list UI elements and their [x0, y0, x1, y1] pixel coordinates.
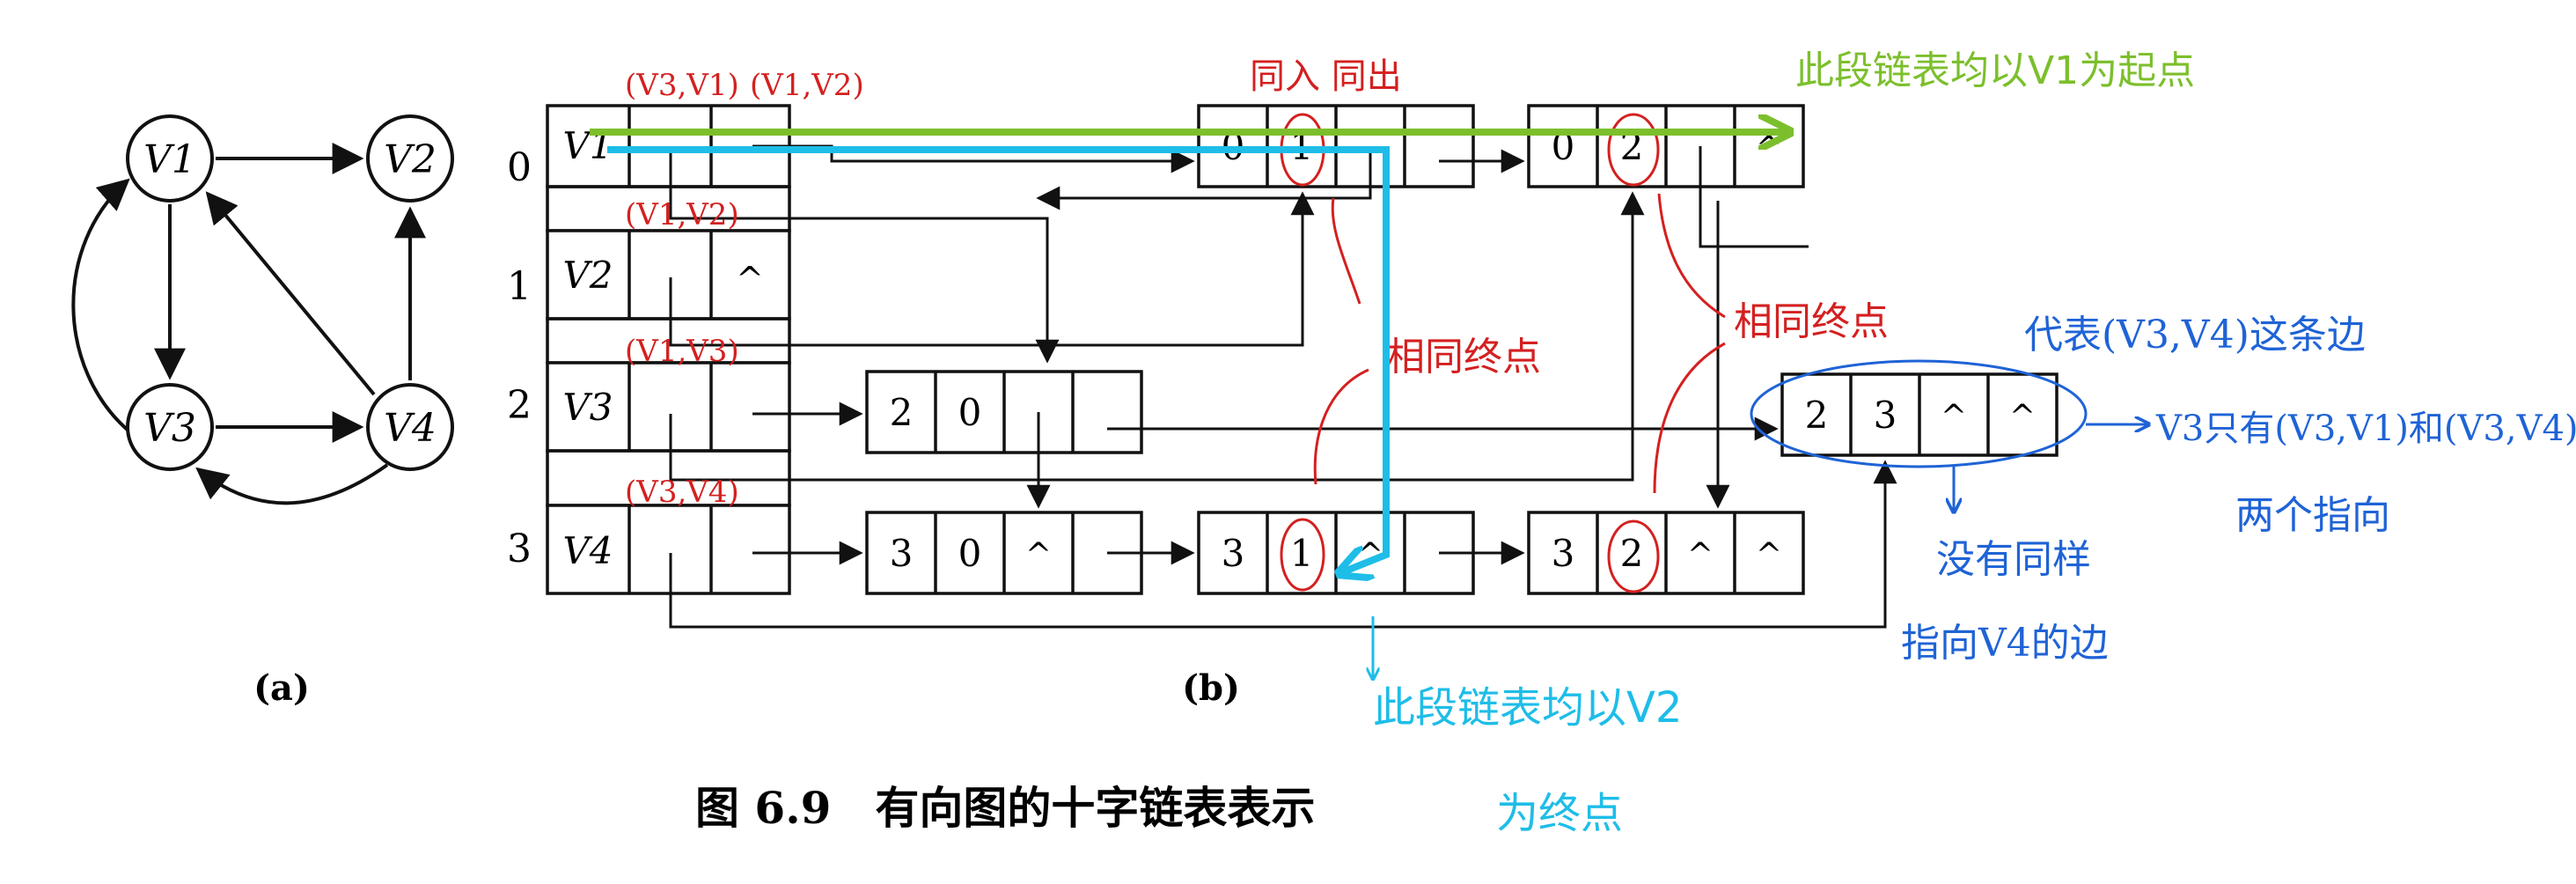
ptr-a01-hlink [1036, 146, 1372, 210]
circle-a32-headvex [1607, 519, 1660, 593]
arc-2-3-tailvex: 2 [1805, 394, 1829, 437]
vertex-v2-label: V2 [384, 137, 437, 182]
arc-2-0-headvex: 0 [958, 391, 982, 434]
subfigure-b-label: (b) [1182, 667, 1240, 709]
note-v1v2: (V1,V2) [750, 68, 864, 103]
note-represents: 代表(V3,V4)这条边 [2024, 313, 2366, 357]
annotation-green: 此段链表均以V1为起点 [590, 48, 2195, 132]
vertex-name-v3: V3 [562, 386, 613, 429]
arc-2-0-tailvex: 2 [890, 391, 914, 434]
edge-v4-v1 [205, 191, 376, 396]
note-green: 此段链表均以V1为起点 [1795, 48, 2195, 93]
blue-circle-arc-2-3 [1750, 359, 2088, 468]
null-pointer-v2-firstout: ^ [736, 260, 764, 298]
vertex-v3-label: V3 [143, 406, 196, 451]
arc-2-3-hlink-null: ^ [1941, 399, 1967, 435]
ptr-v3-firstin [669, 191, 1645, 482]
note-v3v1: (V3,V1) [625, 68, 739, 103]
vertex-v4 [366, 383, 454, 471]
vertex-name-v2: V2 [562, 254, 613, 297]
arc-0-2-tlink-null: ^ [1756, 130, 1782, 166]
edge-v4-v3 [195, 463, 389, 505]
arc-3-2-tlink-null: ^ [1756, 537, 1782, 573]
ptr-v1-firstin [669, 146, 1060, 364]
row-index-1: 1 [507, 264, 532, 309]
arc-node-0-2 [1527, 104, 1805, 188]
note-cyan-1: 此段链表均以V2 [1373, 683, 1682, 733]
arc-3-0-headvex: 0 [958, 532, 982, 575]
row-index-2: 2 [507, 383, 532, 428]
arc-3-2-tailvex: 3 [1552, 532, 1575, 575]
arc-node-3-0 [865, 511, 1143, 595]
pointer-arrows [669, 144, 1897, 629]
vertex-v1-label: V1 [143, 137, 196, 182]
note-same-head-2: 相同终点 [1734, 299, 1889, 344]
circle-a02-headvex [1607, 113, 1660, 187]
note-no-same-1: 没有同样 [1936, 537, 2091, 582]
vertex-v4-label: V4 [384, 406, 437, 451]
directed-graph [71, 143, 426, 505]
arc-3-2-headvex: 2 [1620, 532, 1644, 575]
ptr-a02-hlink [1699, 146, 1809, 248]
arc-3-1-tailvex: 3 [1222, 532, 1245, 575]
cyan-arrow [607, 146, 1390, 572]
arc-node-3-2 [1527, 511, 1805, 595]
vertex-v3 [126, 383, 214, 471]
arc-nodes [865, 104, 2059, 595]
subfigure-a-label: (a) [253, 667, 310, 709]
edge-v3-v1 [71, 178, 131, 433]
ptr-v4-firstin [669, 460, 1897, 629]
vertex-v2 [366, 114, 454, 203]
note-v3-only-2: 两个指向 [2235, 493, 2390, 538]
note-v1v3: (V1,V3) [625, 334, 739, 369]
arc-3-1-headvex: 1 [1290, 532, 1314, 575]
note-v3v4: (V3,V4) [625, 475, 739, 510]
vertex-v1 [126, 114, 214, 203]
note-v1v2b: (V1,V2) [625, 197, 739, 232]
arc-3-2-hlink-null: ^ [1687, 537, 1714, 573]
note-no-same-2: 指向V4的边 [1901, 621, 2109, 666]
arc-3-0-tailvex: 3 [890, 532, 914, 575]
vertex-name-v4: V4 [562, 529, 613, 572]
figure-caption: 图 6.9 有向图的十字链表表示 [695, 782, 1315, 834]
mark-line-3 [1657, 193, 1726, 319]
vertex-node-v3 [546, 361, 791, 453]
graph-vertices: V1 V2 V3 V4 [126, 114, 454, 471]
note-same-in-out: 同入 同出 [1250, 56, 1402, 97]
annotation-cyan: 此段链表均以V2 为终点 [607, 146, 1682, 838]
mark-line-4 [1653, 342, 1726, 494]
arc-node-2-3 [1780, 372, 2059, 457]
arc-2-3-tlink-null: ^ [2009, 399, 2036, 435]
annotation-blue: 代表(V3,V4)这条边 V3只有(V3,V1)和(V3,V4) 两个指向 没有… [1750, 313, 2576, 666]
mark-line-2 [1313, 368, 1369, 485]
note-same-head: 相同终点 [1386, 335, 1541, 379]
annotations-red: (V3,V1) (V1,V2) (V1,V2) (V1,V3) (V3,V4) … [625, 56, 1889, 510]
vertex-node-v4 [546, 504, 791, 595]
note-v3-only-1: V3只有(V3,V1)和(V3,V4) [2155, 409, 2576, 449]
vertex-node-v2 [546, 229, 791, 320]
circle-a31-headvex [1280, 518, 1325, 592]
row-index-0: 0 [507, 145, 532, 190]
ptr-v2-firstin [669, 191, 1315, 347]
note-cyan-2: 为终点 [1496, 789, 1623, 838]
arc-node-2-0 [865, 370, 1143, 454]
mark-line-1 [1331, 197, 1361, 305]
row-index-labels: 0 1 2 3 [507, 145, 532, 571]
arc-3-0-hlink-null: ^ [1025, 537, 1052, 573]
row-index-3: 3 [507, 527, 532, 571]
arc-2-3-headvex: 3 [1874, 394, 1897, 437]
